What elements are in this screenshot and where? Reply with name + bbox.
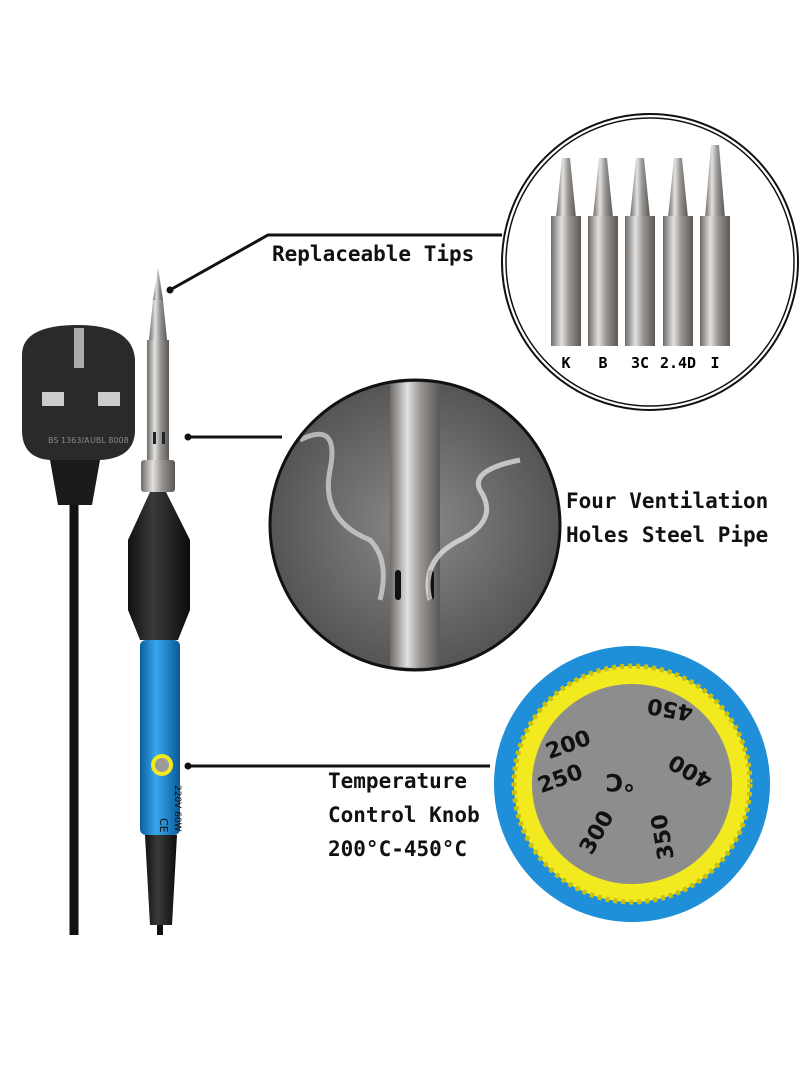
tip-label: K bbox=[561, 354, 570, 372]
tip-2.4D bbox=[663, 158, 693, 346]
tip-label: 3C bbox=[631, 354, 649, 372]
callout-knob-line1: Temperature bbox=[328, 769, 468, 793]
callout-pipe-line1: Four Ventilation bbox=[566, 489, 769, 513]
plug-mark-right: UBL 8008 bbox=[90, 436, 129, 445]
dial-unit: °C bbox=[605, 768, 635, 796]
callout-knob-line3: 200°C-450°C bbox=[328, 837, 468, 861]
plug-mark-left: BS 1363/A bbox=[48, 436, 90, 445]
soldering-iron: 220V 60W CE bbox=[128, 268, 190, 935]
uk-plug: BS 1363/A UBL 8008 bbox=[22, 325, 135, 935]
callout-pipe-line2: Holes Steel Pipe bbox=[566, 523, 769, 547]
tip-B bbox=[588, 158, 618, 346]
tip-label: 2.4D bbox=[660, 354, 696, 372]
tip-label: I bbox=[710, 354, 719, 372]
tip-label: B bbox=[598, 354, 607, 372]
handle-rating: 220V 60W bbox=[172, 785, 182, 832]
callout-knob-line2: Control Knob bbox=[328, 803, 480, 827]
callout-replaceable-tips: Replaceable Tips bbox=[272, 242, 475, 266]
ce-mark: CE bbox=[157, 818, 170, 833]
tip-K bbox=[551, 158, 581, 346]
tips-circle bbox=[501, 113, 799, 411]
callout-lines bbox=[169, 233, 502, 768]
pipe-circle bbox=[268, 378, 562, 672]
tip-3C bbox=[625, 158, 655, 346]
tip-I bbox=[700, 145, 730, 346]
